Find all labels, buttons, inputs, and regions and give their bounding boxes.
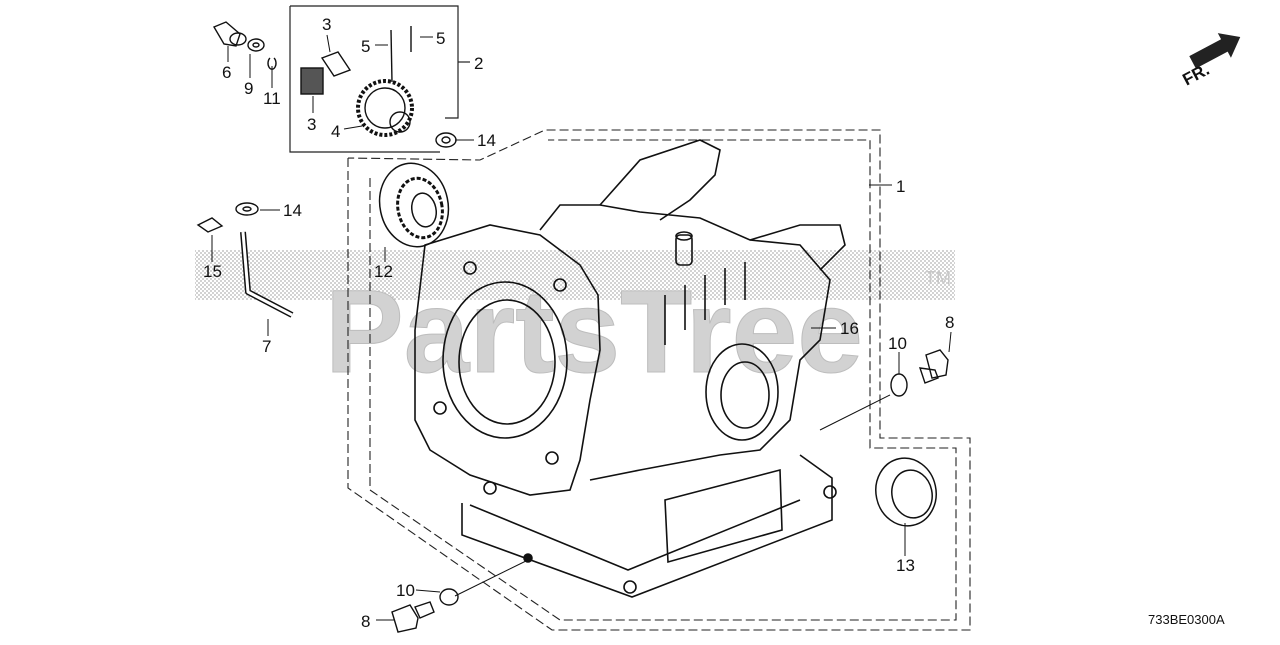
screw-head [229,32,247,46]
governor-holder [320,51,352,77]
ball-bearing [378,162,450,248]
bearing-balls [396,176,444,240]
callout-10: 10 [396,581,415,600]
mount-hole [483,481,497,495]
callout-1: 1 [896,177,905,196]
governor-weight [389,111,411,133]
callout-3: 3 [307,115,316,134]
bracket-left [289,6,440,153]
drain-hardware [391,349,949,633]
drain-washer [890,373,908,397]
callout-7: 7 [262,337,271,356]
front-direction-indicator: FR. [1179,33,1241,90]
callout-2: 2 [474,54,483,73]
washer-14b [235,202,259,216]
hardware [196,21,457,233]
arrow-icon [1189,33,1241,69]
crankcase-base [461,454,833,598]
washer-hole [252,42,260,48]
leader-lines [211,34,952,621]
flange-bolt-hole [545,451,559,465]
flange-bolt-hole [463,261,477,275]
callout-13: 13 [896,556,915,575]
callout-16: 16 [840,319,859,338]
oil-seal-inner [891,469,933,519]
diagram-code: 733BE0300A [1148,612,1225,627]
callout-11: 11 [263,89,281,108]
drain-bolt-thread [918,367,939,384]
washer-14b-hole [242,206,252,212]
callout-5: 5 [361,37,370,56]
cylinder-bore-outer [442,281,568,439]
governor-gear-hub [364,87,406,129]
flange-bolt-hole [433,401,447,415]
callout-8: 8 [945,313,954,332]
oil-seal-outer [875,457,937,527]
callout-5: 5 [436,29,445,48]
crank-journal [720,361,770,429]
callout-14: 14 [283,201,302,220]
crankcase-body [539,204,831,481]
washer [247,38,265,52]
crank-journal-outer [705,343,779,441]
drain-bolt-lower [391,604,419,633]
governor-assembly-group [289,5,470,153]
callout-labels: 1 2 3 3 4 5 5 6 7 8 8 9 10 10 11 12 13 1… [203,15,954,631]
callout-15: 15 [203,262,222,281]
callout-12: 12 [374,262,393,281]
crankcase-base-edge [469,499,801,571]
pin [390,29,393,83]
crankcase-window [664,468,783,564]
callout-3: 3 [322,15,331,34]
bearing-outer [378,162,450,248]
crankcase-rib [749,224,846,271]
cylinder-bore [458,299,556,425]
callout-4: 4 [331,122,340,141]
washer-14 [435,132,457,148]
breather-tube-inner [241,231,293,317]
crankcase [414,139,846,598]
drain-hole [523,553,533,563]
crankcase-bracket [599,139,721,221]
breather-boss-top [675,231,693,241]
direction-label: FR. [1179,60,1212,90]
flange-bolt-hole [553,278,567,292]
bearing-inner [410,192,438,228]
washer-14-hole [441,136,451,144]
outer-boundary [347,129,971,631]
callout-8: 8 [361,612,370,631]
cylinder-flange [414,224,601,496]
mount-hole [823,485,837,499]
drain-washer-lower [439,588,459,606]
governor-assembly [300,26,414,137]
mount-hole [623,580,637,594]
callout-14: 14 [477,131,496,150]
crankcase-assembly-group [347,129,971,631]
cooling-fins [664,262,746,345]
screw [212,21,241,47]
governor-weight-block [300,67,324,95]
watermark-tm: TM [925,268,951,288]
clip-15 [196,217,224,233]
callout-9: 9 [244,79,253,98]
callout-6: 6 [222,63,231,82]
governor-gear [356,79,414,137]
oil-seal [875,457,937,527]
callout-10: 10 [888,334,907,353]
drain-bolt-lower-thread [414,601,435,619]
breather-boss [675,234,693,266]
drain-bolt [925,349,949,379]
bracket-top [290,5,459,119]
